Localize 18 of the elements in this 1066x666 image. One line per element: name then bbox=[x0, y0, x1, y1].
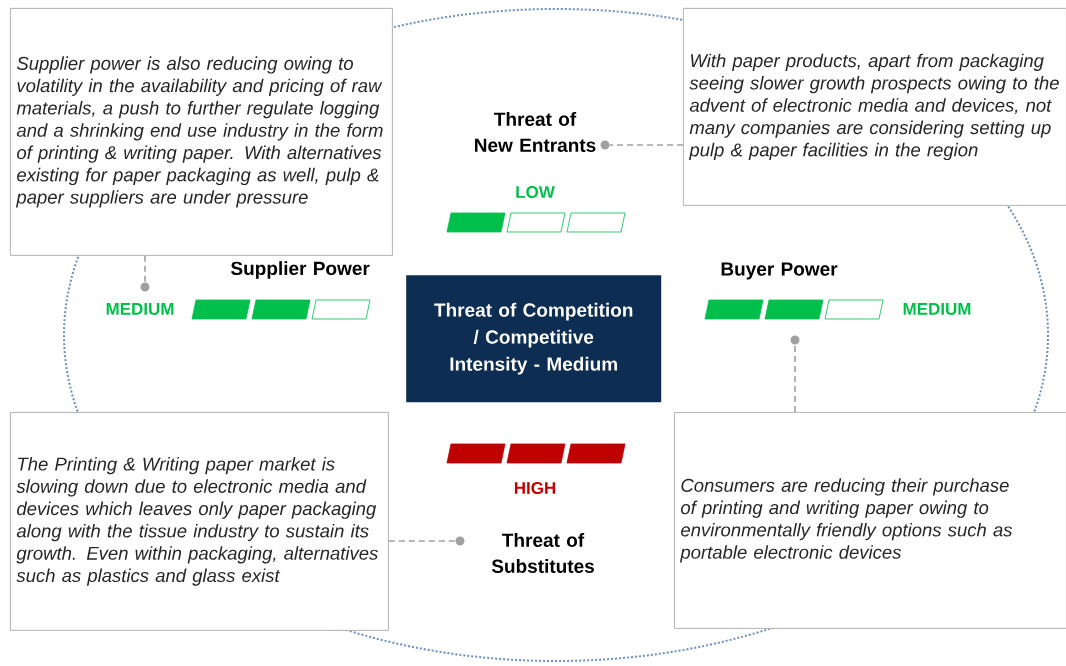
center-box: Threat of Competition / Competitive Intensity - Medium bbox=[406, 275, 662, 403]
callout-box: With paper products, apart from packaging seeing slower growth prospects owing to the advent of electronic media and devices, not many companies are considering setting up pulp & paper facilities in the region bbox=[683, 8, 1066, 206]
force-label: Threat of Substitutes bbox=[491, 533, 594, 573]
callout-box: Consumers are reducing their purchase of printing and writing paper owing to environmentally friendly options such as portable electronic devices bbox=[674, 412, 1066, 629]
callout-box: The Printing & Writing paper market is slowing down due to electronic media and devices which leaves only paper packaging along with the tissue industry to sustain its growth. Even within packaging, alternatives such as plastics and glass exist bbox=[10, 412, 389, 631]
leader-line bbox=[608, 144, 684, 146]
leader-line bbox=[794, 343, 796, 413]
leader-line bbox=[144, 255, 146, 284]
node-label: With paper products, apart from packaging seeing slower growth prospects owing to the advent of electronic media and devices, not many companies are considering setting up pulp & paper facilities in the region bbox=[688, 53, 1059, 161]
rating-label: LOW bbox=[516, 186, 555, 198]
rating-label: MEDIUM bbox=[106, 303, 174, 315]
force-label: Buyer Power bbox=[721, 262, 838, 280]
rating-label: HIGH bbox=[514, 481, 556, 494]
force-label: Threat of New Entrants bbox=[475, 112, 596, 152]
rating-label: MEDIUM bbox=[903, 303, 971, 315]
callout-box: Supplier power is also reducing owing to volatility in the availability and pricing of raw materials, a push to further regulate logging and a shrinking end use industry in the form of printing & writing paper. With alternatives existing for paper packaging as well, pulp & paper suppliers are under pressure bbox=[10, 8, 393, 256]
force-label: Supplier Power bbox=[231, 261, 370, 279]
leader-line bbox=[388, 540, 457, 542]
